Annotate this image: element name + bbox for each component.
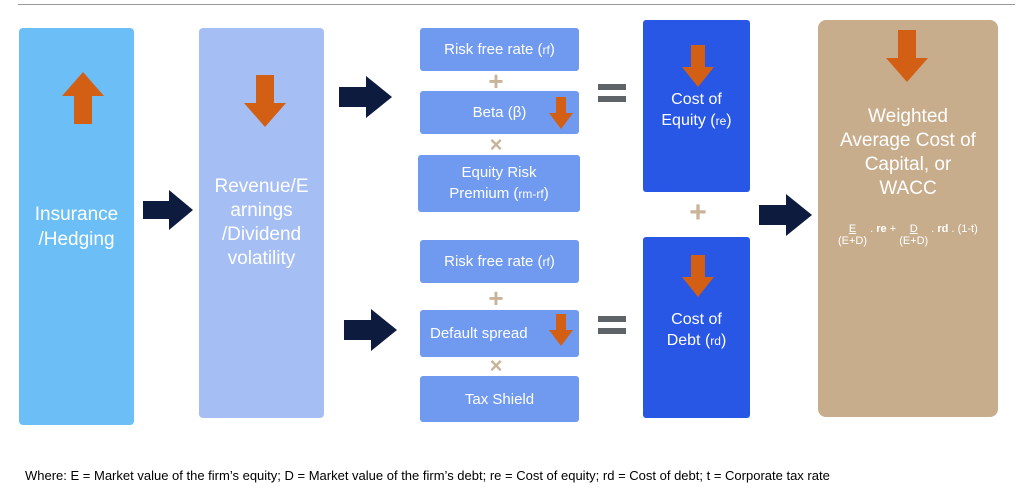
debt-risk-free-rate-label: Risk free rate (rf): [444, 252, 555, 270]
beta-box: Beta (β): [420, 91, 579, 134]
debt-weight-fraction: D (E+D): [899, 223, 929, 247]
wacc-label: Weighted Average Cost of Capital, or WAC…: [840, 106, 976, 199]
arrow-down-icon: [549, 97, 573, 129]
default-spread-label: Default spread: [430, 325, 528, 342]
equity-weight-fraction: E (E+D): [838, 223, 868, 247]
plus-operator: +: [488, 65, 504, 96]
revenue-volatility-box: Revenue/E arnings /Dividend volatility: [199, 28, 324, 418]
debt-risk-free-rate-box: Risk free rate (rf): [420, 240, 579, 283]
equity-risk-free-rate-label: Risk free rate (rf): [444, 40, 555, 58]
arrow-up-icon: [62, 72, 104, 124]
arrow-down-icon: [682, 45, 714, 87]
revenue-volatility-label: Revenue/E arnings /Dividend volatility: [214, 176, 309, 269]
beta-label: Beta (β): [472, 104, 527, 121]
plus-operator: +: [488, 282, 504, 313]
tax-shield-label: Tax Shield: [464, 390, 535, 408]
equals-operator: [598, 84, 626, 102]
multiply-operator: ×: [489, 132, 503, 157]
plus-operator: +: [689, 196, 707, 229]
equals-operator: [598, 316, 626, 334]
arrow-down-icon: [244, 75, 286, 127]
right-arrow-icon: [143, 190, 193, 230]
footnote: Where: E = Market value of the firm’s eq…: [25, 468, 830, 483]
insurance-hedging-label: Insurance /Hedging: [34, 203, 119, 250]
tax-shield-box: Tax Shield: [420, 376, 579, 422]
wacc-formula: E (E+D) . re + D (E+D) . rd . (1-t): [838, 223, 978, 247]
right-arrow-icon: [759, 194, 812, 236]
multiply-operator: ×: [489, 353, 503, 378]
equity-risk-free-rate-box: Risk free rate (rf): [420, 28, 579, 71]
wacc-box: [818, 20, 998, 417]
arrow-down-icon: [549, 314, 573, 346]
arrow-down-icon: [682, 255, 714, 297]
right-arrow-icon: [339, 76, 392, 118]
top-divider: [18, 4, 1015, 5]
right-arrow-icon: [344, 309, 397, 351]
arrow-down-icon: [886, 30, 928, 82]
